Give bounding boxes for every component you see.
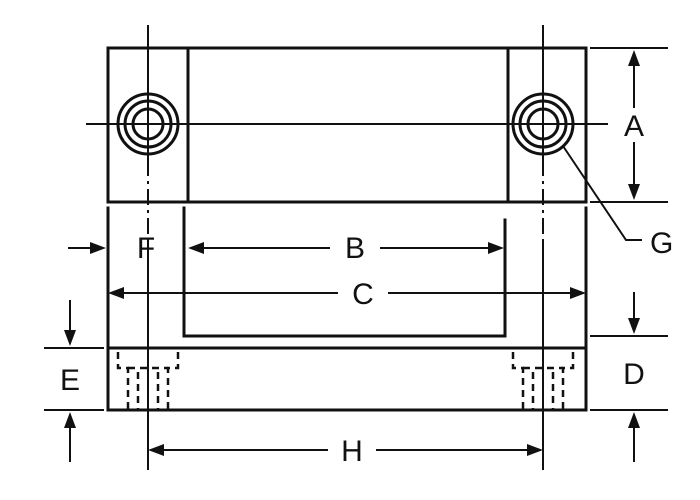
- dimension-h: H: [148, 435, 543, 468]
- dimension-label-a: A: [624, 110, 644, 143]
- dimension-label-e: E: [60, 364, 80, 397]
- dimension-label-h: H: [341, 435, 363, 468]
- callout-g: G: [562, 145, 673, 260]
- dimension-e: E: [44, 300, 104, 462]
- dimension-f: F: [68, 232, 155, 265]
- base-block: [106, 346, 588, 412]
- callout-label-g: G: [650, 227, 673, 260]
- right-hidden-counterbore: [511, 352, 575, 410]
- dimension-label-c: C: [352, 278, 374, 311]
- dimension-label-d: D: [623, 358, 645, 391]
- top-view: [86, 46, 608, 204]
- dimension-label-b: B: [345, 232, 365, 265]
- left-hidden-counterbore: [116, 352, 180, 410]
- dimension-a: A: [590, 47, 668, 203]
- dimension-c: C: [108, 278, 586, 311]
- dimension-b: B: [188, 232, 504, 265]
- dimension-d: D: [590, 292, 668, 462]
- front-view: [106, 206, 588, 412]
- dimension-label-f: F: [137, 232, 155, 265]
